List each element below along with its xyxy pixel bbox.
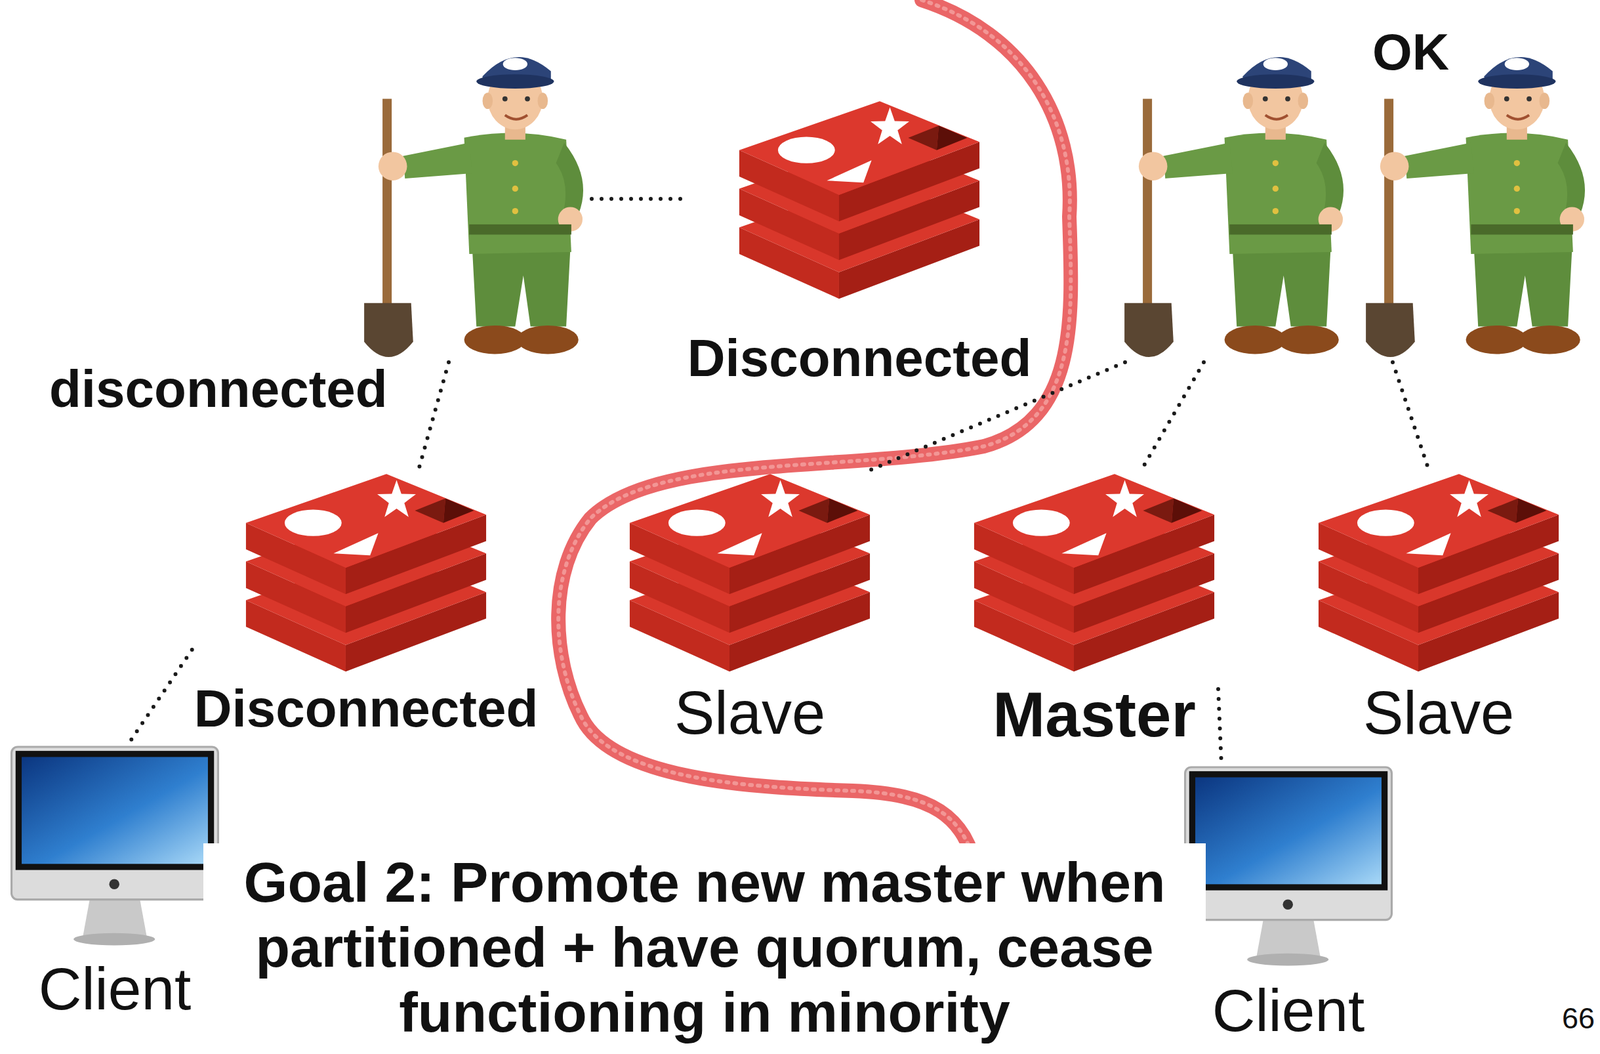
dotted-connector bbox=[1141, 362, 1204, 470]
node-label: Client bbox=[38, 958, 192, 1019]
zk-figure bbox=[1124, 57, 1344, 357]
redis-figure bbox=[1318, 473, 1559, 672]
zk-figure bbox=[1365, 57, 1585, 357]
redis-figure bbox=[246, 473, 487, 672]
dotted-connector bbox=[418, 362, 449, 470]
redis-icon bbox=[242, 469, 491, 679]
imac-figure bbox=[1185, 766, 1393, 965]
node-label: Client bbox=[1212, 980, 1366, 1040]
redis-node: Master bbox=[970, 469, 1219, 751]
dotted-connector bbox=[1218, 688, 1222, 766]
redis-icon bbox=[735, 97, 984, 306]
redis-node: Disconnected bbox=[685, 97, 1034, 389]
redis-icon bbox=[1314, 469, 1563, 679]
redis-icon bbox=[970, 469, 1219, 679]
dotted-connector bbox=[127, 649, 193, 746]
node-label: disconnected bbox=[49, 358, 388, 420]
zk-icon bbox=[1363, 35, 1594, 363]
redis-figure bbox=[629, 473, 870, 672]
caption-box: Goal 2: Promote new master when partitio… bbox=[203, 842, 1206, 1054]
zk-figure bbox=[364, 57, 584, 357]
zookeeper-node: disconnected bbox=[362, 35, 592, 363]
node-label: Slave bbox=[1363, 678, 1515, 748]
zk-icon bbox=[362, 35, 592, 363]
redis-figure bbox=[974, 473, 1215, 672]
imac-icon bbox=[1184, 765, 1393, 970]
node-label: Master bbox=[992, 678, 1196, 751]
dotted-connector bbox=[591, 196, 686, 201]
node-label: Disconnected bbox=[194, 678, 539, 739]
page-number-holder: 66 bbox=[1561, 1001, 1595, 1035]
dotted-connector bbox=[1392, 362, 1429, 470]
redis-node: Slave bbox=[1314, 469, 1563, 748]
zookeeper-group: OK bbox=[1115, 26, 1594, 363]
node-label: OK bbox=[1372, 26, 1450, 78]
node-label: Disconnected bbox=[687, 328, 1032, 389]
node-label: Slave bbox=[674, 678, 826, 748]
redis-node: Slave bbox=[625, 469, 874, 748]
page-number: 66 bbox=[1561, 1001, 1595, 1035]
redis-figure bbox=[739, 101, 980, 299]
client-node: Client bbox=[1184, 765, 1393, 1040]
imac-figure bbox=[11, 746, 219, 945]
slide-caption: Goal 2: Promote new master when partitio… bbox=[221, 849, 1188, 1045]
client-node: Client bbox=[10, 745, 220, 1019]
redis-icon bbox=[625, 469, 874, 679]
redis-node: Disconnected bbox=[192, 469, 541, 739]
zk-icon bbox=[1122, 35, 1353, 363]
imac-icon bbox=[10, 745, 220, 950]
